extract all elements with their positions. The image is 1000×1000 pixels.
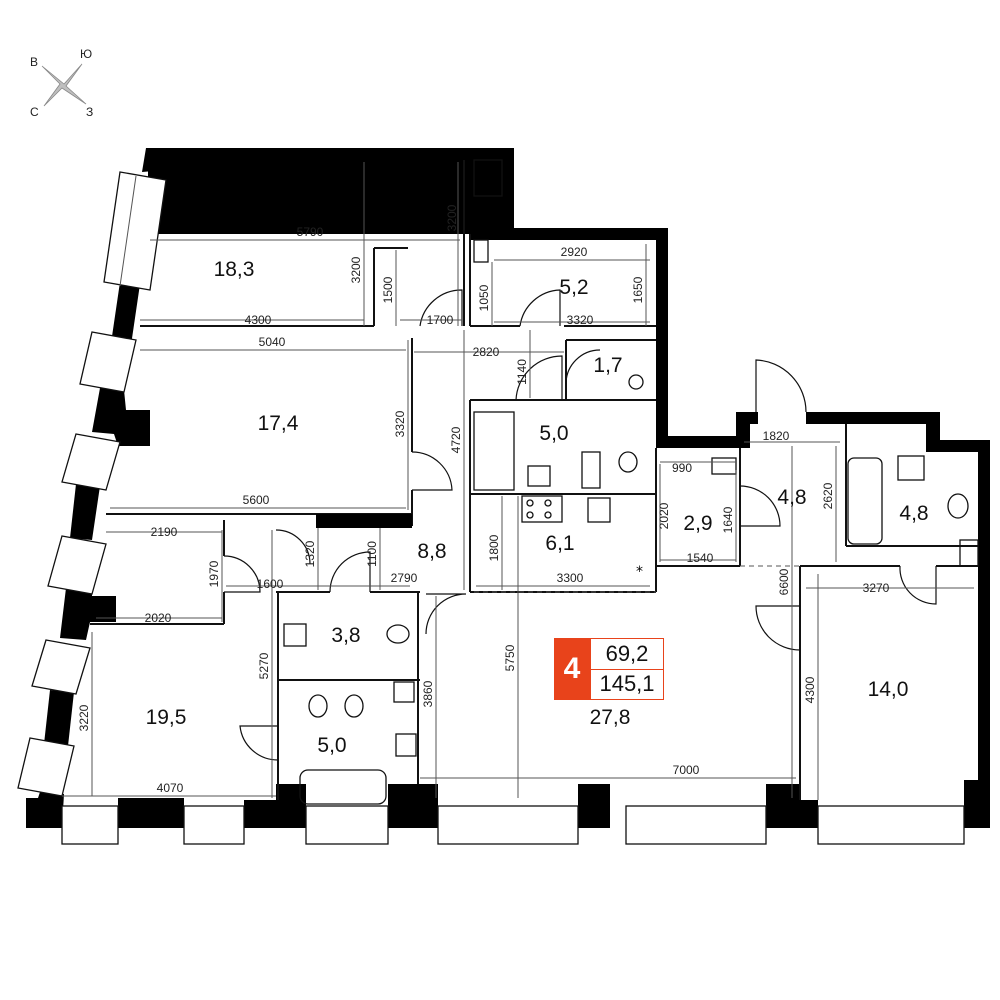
dim-6600: 6600 [777,568,791,595]
dim-1320: 1320 [303,540,317,567]
dim-1540: 1540 [687,551,714,565]
dim-1600: 1600 [257,577,284,591]
dim-3860: 3860 [421,680,435,707]
dimension-lines [62,162,974,800]
compass-west: В [30,55,38,69]
room-area-laundry: 1,7 [593,354,622,377]
dim-2790: 2790 [391,571,418,585]
dim-2620: 2620 [821,482,835,509]
sink-icon-wc [283,623,307,647]
room-area-bedroom-bottom: 19,5 [146,706,187,729]
fixtures [283,159,979,805]
toilet-icon-wc [386,624,410,644]
apartment-badge: 4 69,2 145,1 [554,638,664,700]
room-area-hall: 8,8 [417,540,446,563]
kitchen-sink-icon [587,497,611,523]
dim-1050: 1050 [477,284,491,311]
cabinet-icon [581,451,601,489]
room-area-closet: 2,9 [683,512,712,535]
dim-3220: 3220 [77,704,91,731]
left-windows [17,171,167,797]
dim-2020-a: 2020 [145,611,172,625]
dim-2920: 2920 [561,245,588,259]
room-area-bath-left: 5,0 [317,734,346,757]
bathtub-icon-bath [299,769,387,805]
room-area-kitchen: 6,1 [545,532,574,555]
vent-asterisk-icon: * [636,564,643,580]
room-area-wc-small: 3,8 [331,624,360,647]
dim-2820: 2820 [473,345,500,359]
dim-4300-a: 4300 [245,313,272,327]
dim-5600: 5600 [243,493,270,507]
compass: В Ю С З [30,47,93,119]
dim-1650: 1650 [631,276,645,303]
toilet-icon-bath [308,694,328,718]
dim-5790: 5790 [297,225,324,239]
living-area: 69,2 [605,641,649,666]
dim-1640: 1640 [721,506,735,533]
doors [223,289,937,761]
compass-star-icon [41,63,87,107]
dim-4070: 4070 [157,781,184,795]
dim-1700: 1700 [427,313,454,327]
dim-1500: 1500 [381,276,395,303]
dim-1800: 1800 [487,534,501,561]
shaft-icon [473,159,503,197]
stove-icon [521,495,563,523]
dim-5040: 5040 [259,335,286,349]
room-area-bath-top: 5,2 [559,276,588,299]
dim-1820: 1820 [763,429,790,443]
room-area-corridor-right: 4,8 [777,486,806,509]
exterior-walls [26,148,990,828]
room-labels: 18,3 17,4 19,5 5,2 1,7 5,0 6,1 8,8 3,8 5… [146,258,929,757]
sink-icon [527,465,551,487]
dim-2190: 2190 [151,525,178,539]
total-area: 145,1 [599,671,655,696]
toilet-icon-right [947,493,969,519]
bidet-icon [344,694,364,718]
dim-1140: 1140 [515,359,529,385]
dim-990: 990 [672,461,692,475]
room-area-bedroom-right: 14,0 [868,678,909,701]
room-area-living: 27,8 [590,706,631,729]
dim-3300: 3300 [557,571,584,585]
dim-7000: 7000 [673,763,700,777]
dim-3320-b: 3320 [393,410,407,437]
area-box: 69,2 145,1 [590,638,664,700]
room-area-bath-right: 4,8 [899,502,928,525]
dim-3200-b: 3200 [445,204,459,231]
compass-south: С [30,105,39,119]
compass-east: З [86,105,93,119]
room-area-bedroom-mid: 17,4 [258,412,299,435]
dim-5750: 5750 [503,644,517,671]
compass-north: Ю [80,47,92,61]
shower-icon [473,411,515,491]
dim-5270: 5270 [257,652,271,679]
interior-partitions [90,160,978,800]
dim-4720: 4720 [449,426,463,453]
room-area-bedroom-top: 18,3 [214,258,255,281]
bathtub-icon [847,457,883,545]
sink-icon-bath [395,733,417,757]
dimension-labels: 5790 3200 3200 1500 4300 1700 2920 1650 … [77,204,890,795]
area-divider [591,669,663,670]
dim-2020-b: 2020 [657,502,671,529]
dim-1970: 1970 [207,560,221,587]
dim-3320-a: 3320 [567,313,594,327]
washer-icon [628,374,644,390]
dim-3270: 3270 [863,581,890,595]
toilet-icon [618,451,638,473]
dim-3200-a: 3200 [349,256,363,283]
bottom-windows [61,805,965,845]
sink-icon-right [897,455,925,481]
dim-1100: 1100 [365,541,379,567]
dim-4300-b: 4300 [803,676,817,703]
room-count: 4 [554,638,590,700]
room-area-bath-center: 5,0 [539,422,568,445]
